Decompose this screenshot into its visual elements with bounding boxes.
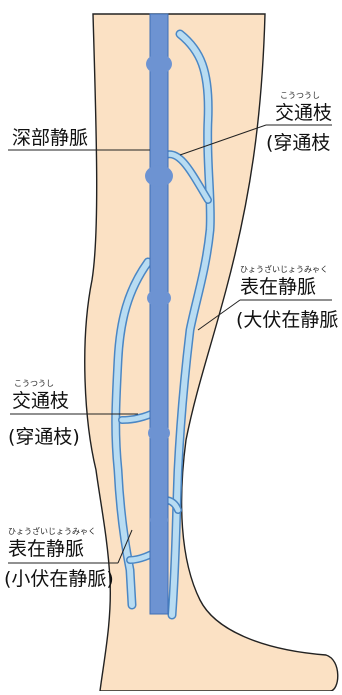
superficial-bottom-alt-label: (小伏在静脈) [4, 570, 114, 589]
superficial-top-alt-label: (大伏在静脈 [236, 311, 338, 330]
perforator-top-alt-label: (穿通枝 [266, 134, 330, 153]
superficial-bottom-ruby: ひょうざいじょうみゃく [8, 528, 96, 536]
superficial-top-ruby: ひょうざいじょうみゃく [240, 266, 328, 274]
perforator-bottom-alt-label: (穿通枝) [8, 428, 80, 447]
superficial-top-label: 表在静脈 [240, 278, 316, 297]
perforator-top-label: 交通枝 [275, 104, 332, 123]
deep-vein-label: 深部静脈 [12, 129, 88, 148]
superficial-bottom-label: 表在静脈 [8, 540, 84, 559]
perforator-bottom-ruby: こうつうし [14, 380, 54, 388]
perforator-bottom-label: 交通枝 [12, 392, 69, 411]
perforator-top-ruby: こうつうし [280, 92, 320, 100]
